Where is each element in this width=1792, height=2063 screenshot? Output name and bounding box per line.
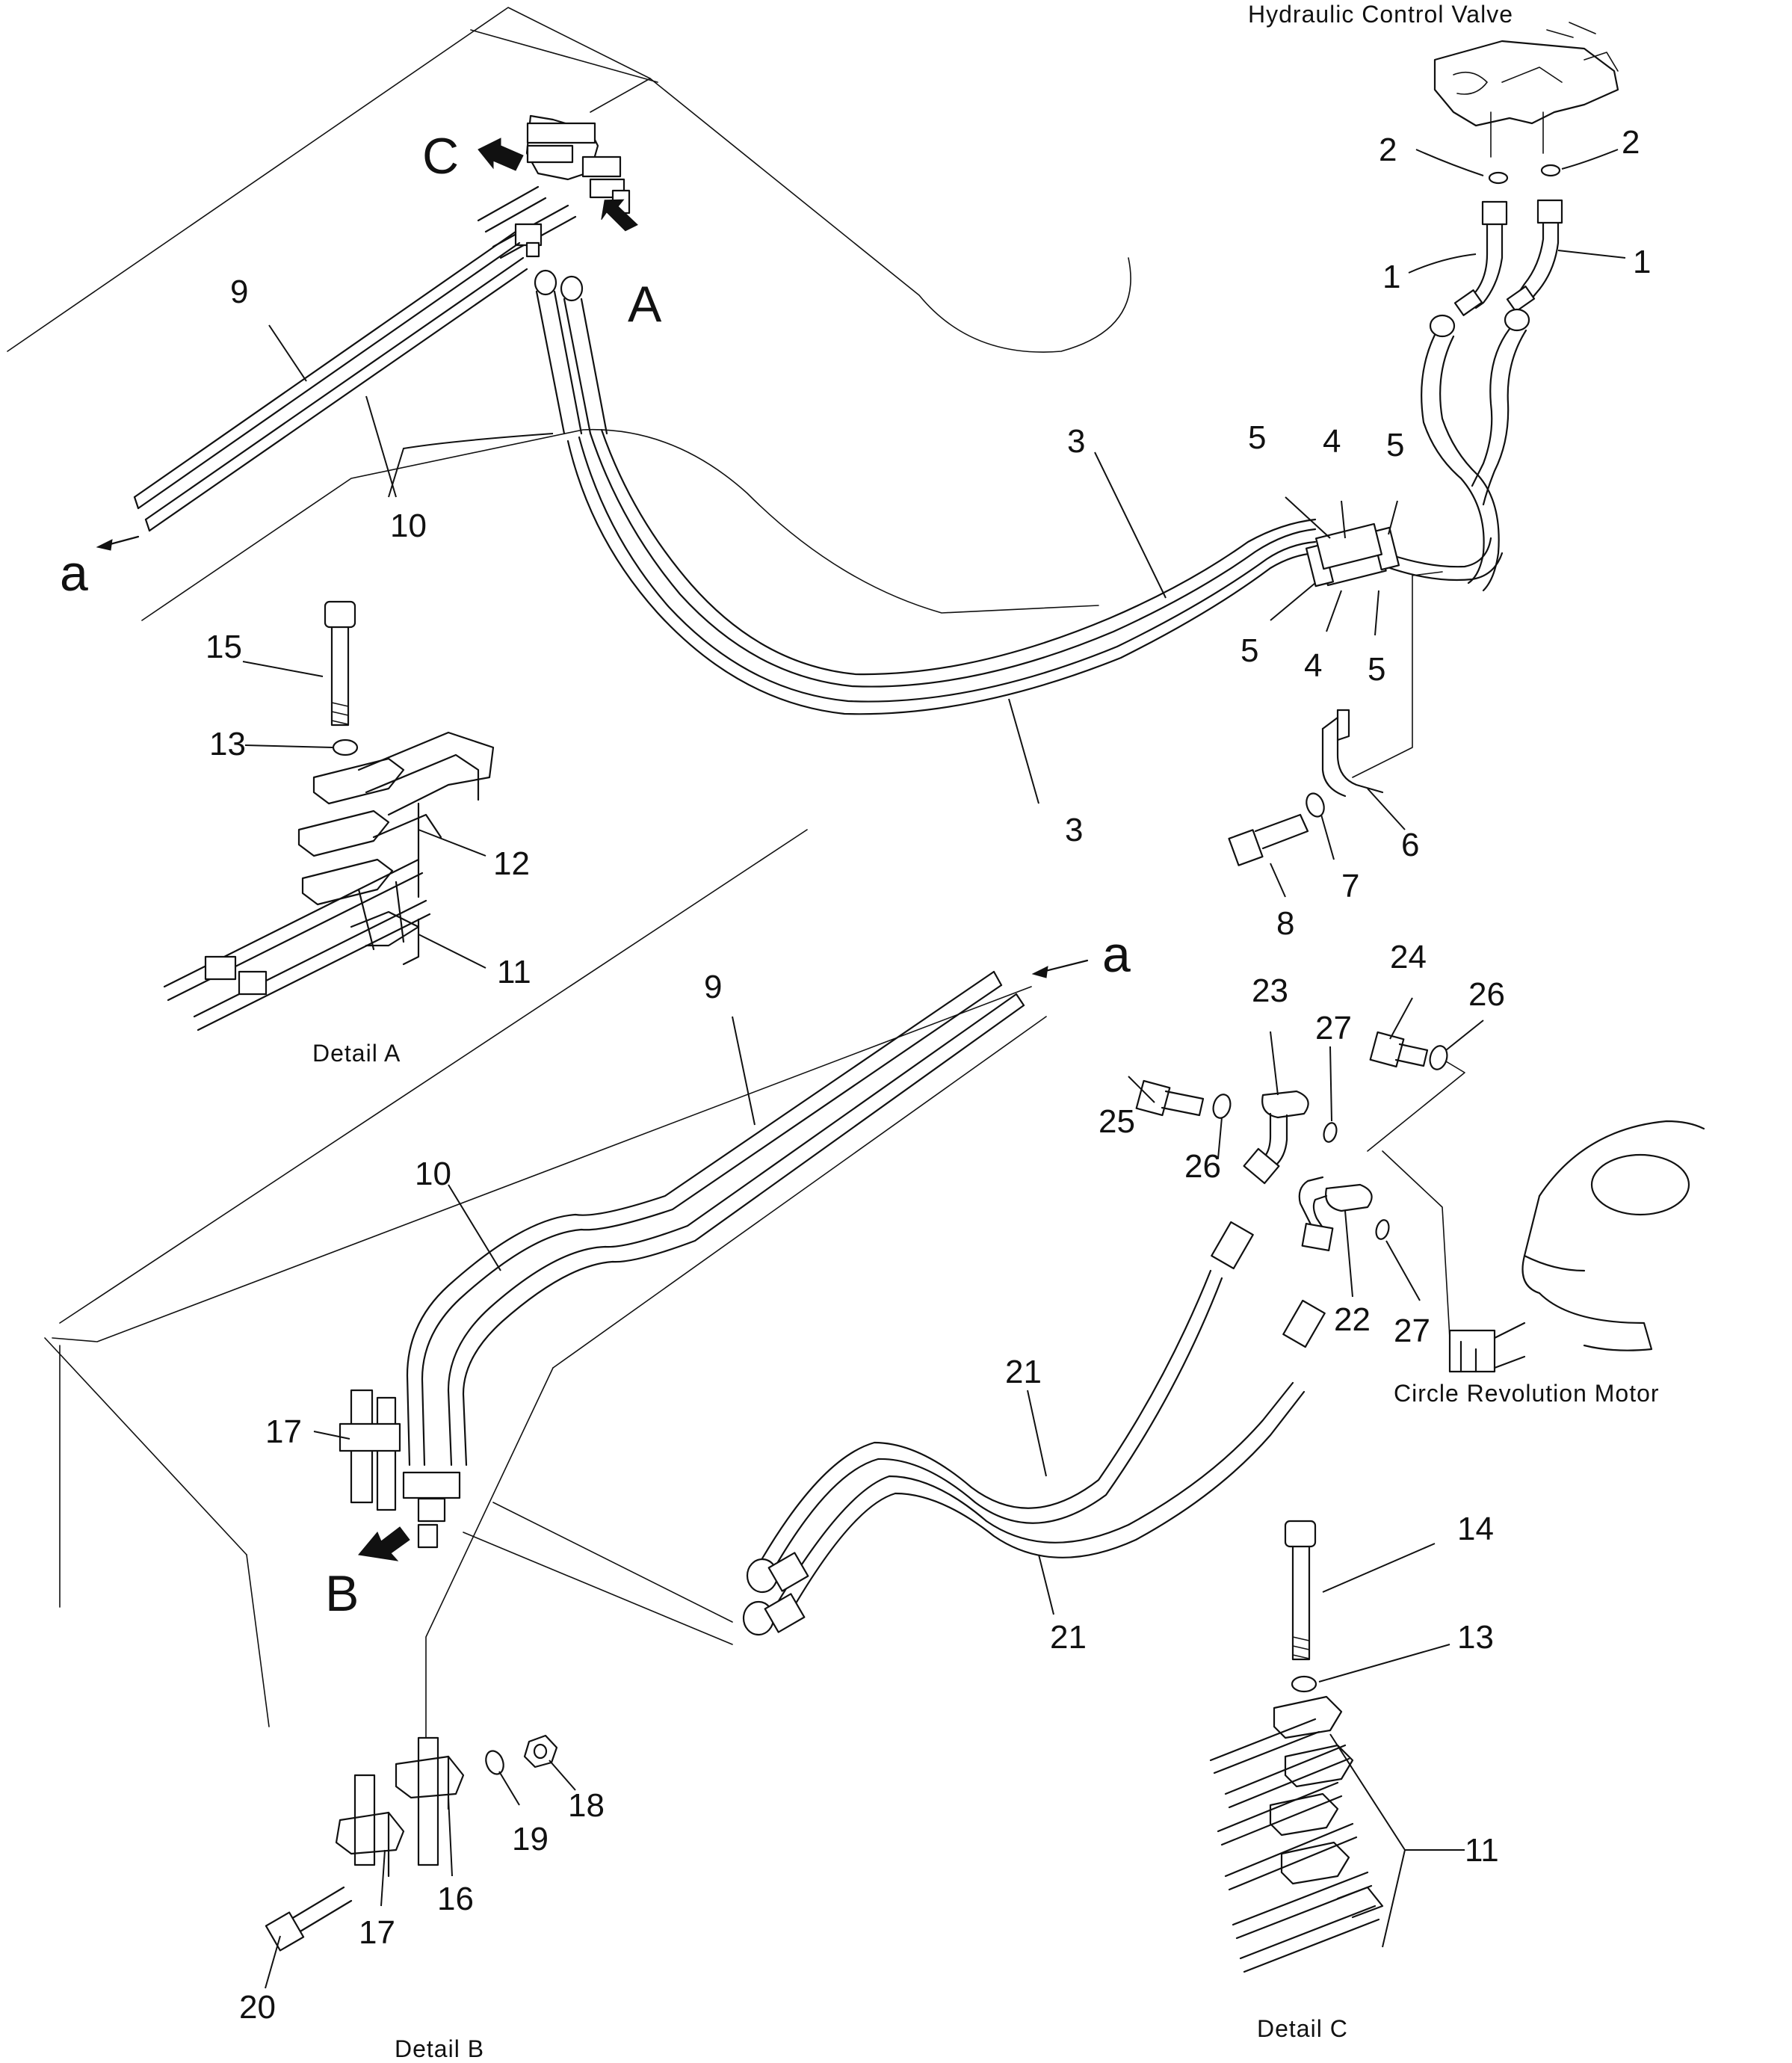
part-label-22: 22 <box>1334 1301 1371 1338</box>
caption-detail-a: Detail A <box>312 1040 401 1067</box>
part-label-7: 7 <box>1341 868 1359 904</box>
arrow-break-a-right <box>1031 959 1089 978</box>
part-label-12: 12 <box>493 845 530 882</box>
part-label-2-right: 2 <box>1622 124 1640 161</box>
tubes-9-10-lower <box>406 970 1025 1467</box>
part-label-8: 8 <box>1276 905 1294 942</box>
part-label-5-tl: 5 <box>1248 419 1266 456</box>
break-marker-a-right: a <box>1102 926 1131 983</box>
tube-3-pair <box>566 428 1504 715</box>
bolt-24 <box>1369 1031 1429 1068</box>
part-label-3-lower: 3 <box>1065 812 1083 848</box>
part-label-24: 24 <box>1390 939 1427 975</box>
hose-pair-upper-right <box>1421 308 1530 592</box>
clamp-6 <box>1321 709 1384 798</box>
part-label-9-upper: 9 <box>230 274 248 310</box>
part-label-9-lower: 9 <box>704 969 722 1005</box>
part-label-5-br: 5 <box>1368 651 1385 688</box>
hose-21-pair <box>742 1221 1326 1636</box>
elbow-1-left <box>1453 200 1508 316</box>
part-label-20: 20 <box>239 1989 276 2026</box>
part-label-11-a: 11 <box>497 954 531 990</box>
arrow-b <box>358 1526 410 1561</box>
o-ring-2-right <box>1540 164 1561 177</box>
arrow-a <box>601 199 638 232</box>
part-label-27-lower: 27 <box>1394 1313 1430 1349</box>
hoses-upper-left <box>534 269 608 435</box>
part-label-11-c: 11 <box>1465 1832 1499 1869</box>
part-label-23: 23 <box>1252 972 1288 1009</box>
part-label-6: 6 <box>1401 827 1419 863</box>
part-label-2-left: 2 <box>1379 132 1397 168</box>
part-label-3-upper: 3 <box>1067 423 1085 460</box>
elbow-1-right <box>1506 199 1563 312</box>
view-marker-a: A <box>628 276 662 333</box>
part-label-5-tr: 5 <box>1386 427 1404 463</box>
part-label-5-bl: 5 <box>1241 632 1258 669</box>
part-label-1-left: 1 <box>1382 259 1400 295</box>
caption-detail-b: Detail B <box>395 2035 484 2062</box>
detail-a-assembly <box>163 600 495 1032</box>
part-label-16: 16 <box>437 1881 474 1917</box>
part-label-13-c: 13 <box>1457 1619 1494 1656</box>
part-label-18: 18 <box>568 1787 605 1824</box>
part-label-10-lower: 10 <box>415 1156 451 1192</box>
washer-7 <box>1306 792 1325 818</box>
part-label-25: 25 <box>1099 1103 1135 1140</box>
part-label-21-upper: 21 <box>1005 1354 1042 1390</box>
elbow-22 <box>1298 1176 1373 1251</box>
part-label-19: 19 <box>512 1821 549 1857</box>
circle-revolution-motor <box>1448 1120 1705 1373</box>
part-label-4-top: 4 <box>1323 423 1341 460</box>
machine-frame-outline <box>7 7 1443 1742</box>
caption-detail-c: Detail C <box>1257 2015 1348 2042</box>
part-label-10-upper: 10 <box>390 508 427 544</box>
elbow-23 <box>1243 1090 1309 1185</box>
detail-b-assembly <box>265 1734 558 1952</box>
arrow-c <box>478 138 524 171</box>
caption-hydraulic-control-valve: Hydraulic Control Valve <box>1248 1 1513 28</box>
washer-26-left <box>1212 1094 1232 1119</box>
tube-connector-4 <box>1305 522 1400 588</box>
part-label-4-bottom: 4 <box>1304 647 1322 684</box>
view-marker-c: C <box>422 128 459 185</box>
part-label-17-main: 17 <box>265 1413 302 1450</box>
tubes-9-10-upper <box>133 230 528 532</box>
arrow-break-a-left <box>96 535 140 551</box>
part-label-17-b: 17 <box>359 1914 395 1951</box>
part-label-15: 15 <box>206 629 242 665</box>
part-label-26-right: 26 <box>1468 976 1505 1013</box>
hydraulic-control-valve <box>1433 22 1619 158</box>
o-ring-2-left <box>1488 171 1509 185</box>
detail-c-assembly <box>1209 1520 1384 1973</box>
view-marker-b: B <box>325 1565 359 1622</box>
part-label-14: 14 <box>1457 1511 1494 1547</box>
part-label-21-lower: 21 <box>1050 1619 1087 1656</box>
lower-left-clamp-assembly <box>339 1389 461 1549</box>
o-ring-27-lower <box>1375 1219 1390 1240</box>
leader-lines <box>242 149 1626 1989</box>
part-label-27-upper: 27 <box>1315 1010 1352 1046</box>
caption-circle-revolution-motor: Circle Revolution Motor <box>1394 1380 1660 1407</box>
bolt-8 <box>1228 813 1309 866</box>
part-label-1-right: 1 <box>1633 244 1651 280</box>
part-label-26-left: 26 <box>1184 1148 1221 1185</box>
o-ring-27-upper <box>1323 1122 1338 1143</box>
upper-clamp-assembly <box>477 114 631 259</box>
bolt-25 <box>1135 1079 1205 1117</box>
part-label-13-a: 13 <box>209 726 246 762</box>
washer-26-right <box>1429 1045 1448 1070</box>
part-number-labels: 2 2 1 1 9 10 3 3 5 4 5 5 4 5 6 7 8 15 13… <box>206 124 1651 2026</box>
break-marker-a-left: a <box>60 545 88 602</box>
